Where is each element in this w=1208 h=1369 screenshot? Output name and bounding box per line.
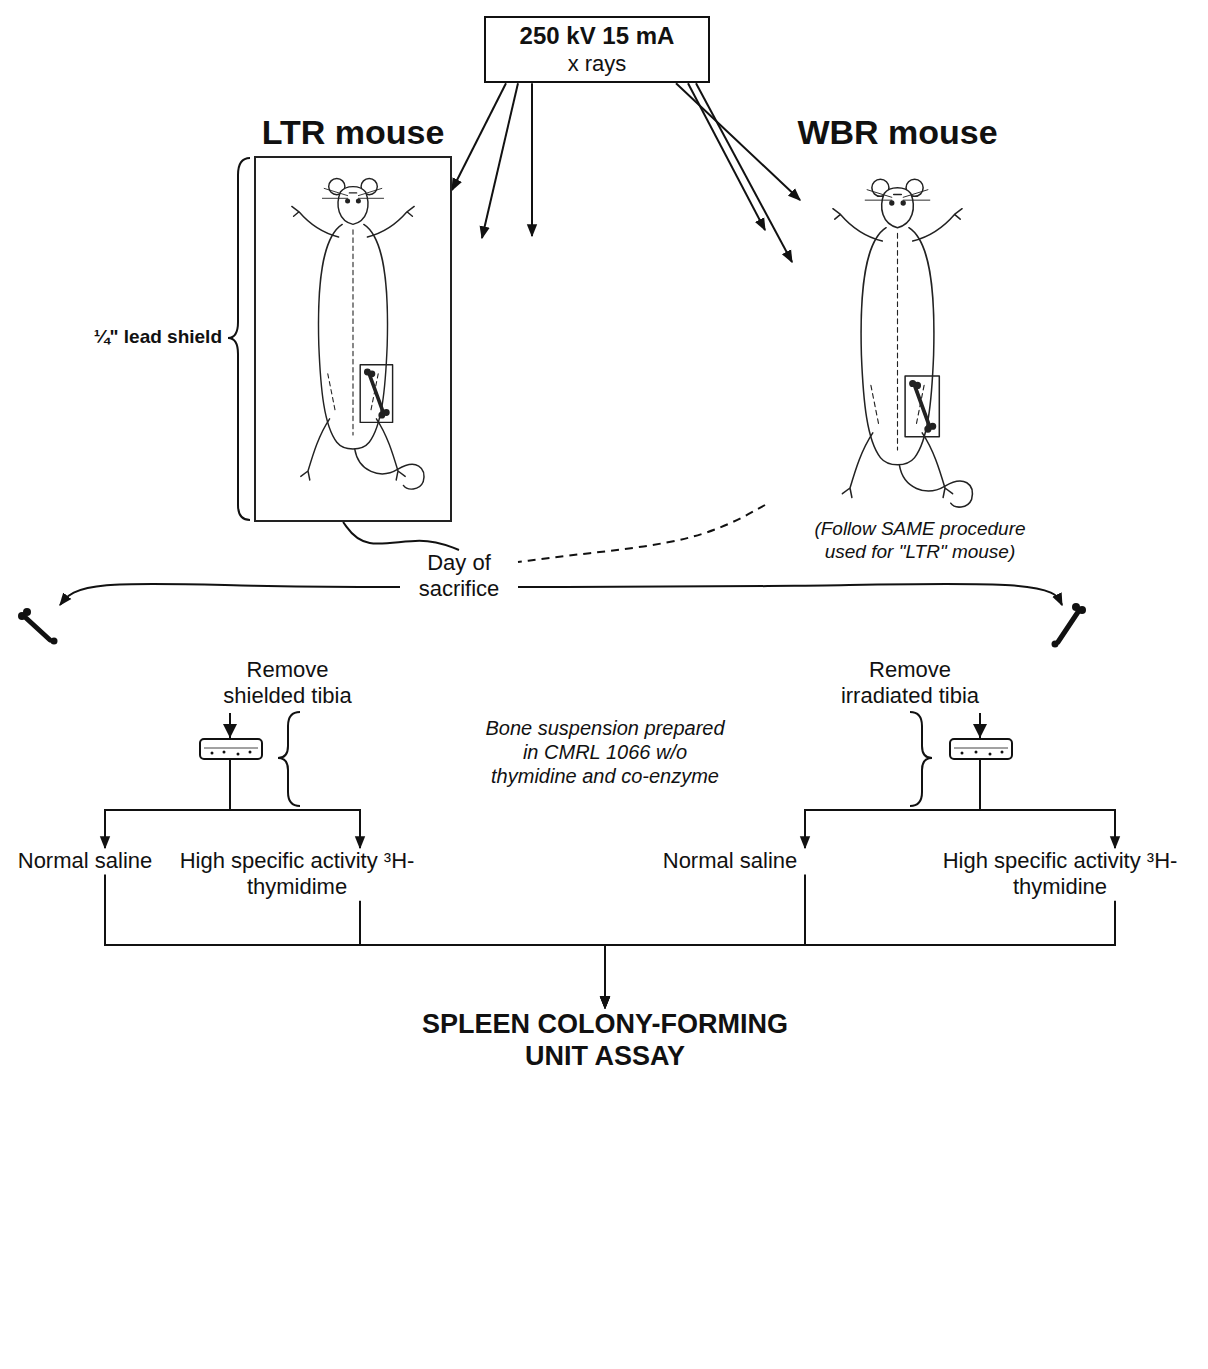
node-text: Normal saline xyxy=(640,848,820,874)
node-text: Remove irradiated tibia xyxy=(835,657,985,710)
node-text: High specific activity ³H-thymidime xyxy=(177,848,417,901)
test-tube xyxy=(200,739,262,759)
bone-knob xyxy=(23,608,31,616)
shield-brace xyxy=(228,158,250,520)
node-text: SPLEEN COLONY-FORMING UNIT ASSAY xyxy=(395,1008,815,1073)
x-ray-line xyxy=(482,83,518,238)
x-ray-line xyxy=(676,83,800,200)
flow-connector xyxy=(105,874,605,1008)
suspension-tube-left xyxy=(200,739,262,759)
node-text: Normal saline xyxy=(0,848,170,874)
step-text: Remove irradiated tibia xyxy=(835,605,1095,713)
medium-note: Bone suspension prepared in CMRL 1066 w/… xyxy=(481,716,729,788)
flow-connector xyxy=(60,584,400,605)
flow-connector xyxy=(343,522,459,550)
left-brace xyxy=(278,712,300,806)
step-text: Remove shielded tibia xyxy=(15,605,365,713)
cell-dot xyxy=(211,752,214,755)
arrow-head xyxy=(223,724,237,738)
flow-connector xyxy=(605,901,1115,1008)
node-text: Day of sacrifice xyxy=(400,550,518,603)
cell-dot xyxy=(961,752,964,755)
node-text: 250 kV 15 mA xyxy=(496,22,698,51)
step-text: Day of sacrifice xyxy=(400,550,518,603)
treatment-text: Normal saline xyxy=(0,848,170,874)
cell-dot xyxy=(975,751,978,754)
flow-connector xyxy=(980,713,1115,848)
flow-connector xyxy=(805,713,980,848)
arrow-head xyxy=(973,724,987,738)
irradiated-mouse: WBR mouse xyxy=(765,112,1030,515)
tibia-bone xyxy=(1058,612,1078,642)
flow-connector xyxy=(518,505,765,562)
test-tube xyxy=(950,739,1012,759)
bone-knob xyxy=(1052,641,1059,648)
suspension-tube-right xyxy=(950,739,1012,759)
procedure-note: (Follow SAME procedure used for "LTR" mo… xyxy=(795,518,1045,564)
bone-knob xyxy=(51,638,58,645)
treatment-text: High specific activity ³H-thymidine xyxy=(935,848,1185,901)
cell-dot xyxy=(237,753,240,756)
shielded-mouse-figure xyxy=(292,179,424,490)
node-text: High specific activity ³H-thymidine xyxy=(935,848,1185,901)
flow-connector xyxy=(105,713,230,848)
node-text: Remove shielded tibia xyxy=(210,657,365,710)
tibia-bone xyxy=(26,618,50,640)
bone-knob xyxy=(1072,603,1080,611)
node-text: WBR mouse xyxy=(765,112,1030,153)
flow-connector xyxy=(230,713,360,848)
removed-tibia-left xyxy=(18,608,58,645)
fluid-level xyxy=(954,748,1008,749)
shield-note: ¼" lead shield xyxy=(62,326,222,349)
lead-shield xyxy=(254,156,452,522)
node-text: LTR mouse xyxy=(254,112,452,153)
cell-dot xyxy=(989,753,992,756)
shielded-mouse: LTR mouse xyxy=(254,112,452,522)
cell-dot xyxy=(249,751,252,754)
node-subtext: x rays xyxy=(496,51,698,77)
fluid-level xyxy=(204,748,258,749)
flow-connector xyxy=(518,584,1062,605)
cell-dot xyxy=(223,751,226,754)
x-ray-line xyxy=(696,83,792,262)
treatment-text: Normal saline xyxy=(640,848,820,874)
flow-connector xyxy=(360,901,605,1008)
cell-dot xyxy=(1001,751,1004,754)
right-brace xyxy=(910,712,932,806)
removed-tibia-right xyxy=(1052,603,1087,648)
source-box: 250 kV 15 mAx rays xyxy=(484,16,710,83)
x-ray-line xyxy=(531,83,533,236)
flow-connector xyxy=(605,874,805,1008)
irradiated-mouse-figure xyxy=(833,179,972,507)
assay-text: SPLEEN COLONY-FORMING UNIT ASSAY xyxy=(395,1008,815,1073)
treatment-text: High specific activity ³H-thymidime xyxy=(177,848,417,901)
